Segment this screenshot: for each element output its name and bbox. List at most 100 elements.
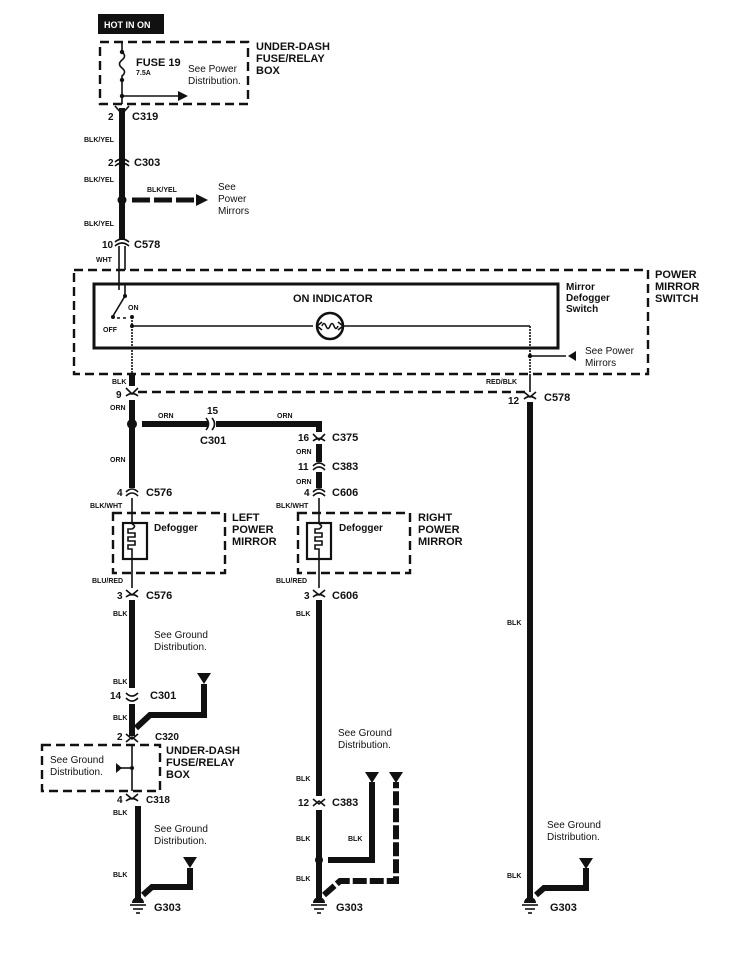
connector-name: C383 xyxy=(332,797,358,809)
connector-name: C578 xyxy=(544,392,570,404)
on-indicator-label: ON INDICATOR xyxy=(293,293,373,305)
wire-color-label: BLK xyxy=(296,876,310,883)
switch-title-line: MIRROR xyxy=(655,281,700,293)
right-power-mirror: Defogger RIGHT POWER MIRROR xyxy=(296,511,463,575)
ground-label: G303 xyxy=(154,902,181,914)
splice-point xyxy=(117,195,127,205)
wire-blk-ground-branch xyxy=(141,868,193,898)
diagram-stroke xyxy=(98,14,164,34)
wire-color-label: BLK/YEL xyxy=(147,187,178,194)
pin-number: 10 xyxy=(102,240,114,251)
diagram-stroke xyxy=(114,105,130,116)
on-label: ON xyxy=(128,305,139,312)
wire-color-label: ORN xyxy=(296,449,312,456)
fuse-box-title-line: BOX xyxy=(256,65,281,77)
note-line: Mirrors xyxy=(218,206,249,217)
note-line: Distribution. xyxy=(154,836,207,847)
connector-name: C606 xyxy=(332,487,358,499)
wire-color-label: BLK xyxy=(296,611,310,618)
connector-name: C578 xyxy=(134,239,160,251)
mirror-title-line: RIGHT xyxy=(418,512,453,524)
pin-number: 12 xyxy=(298,798,310,809)
diagram-stroke xyxy=(296,511,412,575)
pin-number: 14 xyxy=(110,691,122,702)
wire-color-label: BLU/RED xyxy=(276,578,307,585)
wire-blk-ground-branch xyxy=(322,782,399,898)
under-dash-fuse-relay-box-top: UNDER-DASH FUSE/RELAY BOX FUSE 19 7.5A S… xyxy=(98,40,330,106)
pin-number: 9 xyxy=(116,390,122,401)
diagram-stroke xyxy=(316,321,344,331)
ground-terminal-icon xyxy=(389,772,403,783)
connector-c383-upper xyxy=(312,462,326,471)
wire-color-label: ORN xyxy=(110,457,126,464)
connector-c320 xyxy=(125,733,139,743)
wire-blk-ground-branch xyxy=(328,782,375,863)
power-mirror-switch: POWER MIRROR SWITCH ON INDICATOR Mirror … xyxy=(72,268,700,378)
note-line: See Power xyxy=(188,64,238,75)
fuse-rating: 7.5A xyxy=(136,70,151,77)
arrow-icon xyxy=(116,763,122,773)
note-line: See Ground xyxy=(50,755,104,766)
connector-name: C301 xyxy=(200,435,226,447)
pin-number: 15 xyxy=(207,406,219,417)
left-power-mirror: Defogger LEFT POWER MIRROR xyxy=(111,511,277,575)
pin-number: 2 xyxy=(108,158,114,169)
diagram-stroke xyxy=(524,897,536,903)
pin-number: 16 xyxy=(298,433,310,444)
arrow-left-icon xyxy=(568,351,576,361)
wire-color-label: BLK xyxy=(296,776,310,783)
ground-terminal-icon xyxy=(365,772,379,783)
ground-symbol-icon xyxy=(130,897,146,914)
connector-name: C576 xyxy=(146,590,172,602)
ground-terminal-icon xyxy=(183,857,197,868)
wire-color-label: WHT xyxy=(96,257,113,264)
note-line: See Ground xyxy=(154,824,208,835)
switch-label-line: Mirror xyxy=(566,282,595,293)
connector-name: C576 xyxy=(146,487,172,499)
diagram-stroke xyxy=(321,322,339,330)
wire-color-label: BLK/YEL xyxy=(84,177,115,184)
wire-color-label: BLK xyxy=(113,715,127,722)
connector-name: C383 xyxy=(332,461,358,473)
note-line: See xyxy=(218,182,236,193)
fuse-box-title-line: FUSE/RELAY xyxy=(166,757,235,769)
connector-c578-right xyxy=(523,391,537,400)
mirror-title-line: MIRROR xyxy=(418,536,463,548)
connector-c301-blk xyxy=(125,692,139,702)
connector-c578-left xyxy=(125,387,139,397)
connector-c606-upper xyxy=(312,488,326,497)
wire-color-label: BLU/RED xyxy=(92,578,123,585)
note-line: See Power xyxy=(585,346,635,357)
wire-blk-ground-branch xyxy=(534,868,589,898)
splice-point xyxy=(315,856,323,864)
switch-label-line: Switch xyxy=(566,304,598,315)
wire-color-label: BLK xyxy=(507,873,521,880)
note-line: Mirrors xyxy=(585,358,616,369)
mirror-title-line: LEFT xyxy=(232,512,260,524)
arrow-right-icon xyxy=(196,194,208,206)
connector-name: C318 xyxy=(146,795,170,806)
pin-number: 4 xyxy=(304,488,310,499)
wire-color-label: BLK xyxy=(113,611,127,618)
note-line: Distribution. xyxy=(188,76,241,87)
indicator-lamp-icon xyxy=(315,311,345,341)
hot-in-on-label: HOT IN ON xyxy=(104,20,151,30)
note-line: See Ground xyxy=(338,728,392,739)
diagram-stroke xyxy=(111,315,115,319)
splice-point xyxy=(127,419,137,429)
wire-color-label: BLK/YEL xyxy=(84,137,115,144)
diagram-stroke xyxy=(119,49,125,55)
connector-c578-top: 10 C578 xyxy=(102,238,160,251)
connector-c383-lower xyxy=(312,798,326,807)
mirror-title-line: POWER xyxy=(418,524,460,536)
diagram-stroke xyxy=(132,897,144,903)
switch-lever xyxy=(112,295,126,317)
connector-c606-lower xyxy=(312,589,326,598)
wire-color-label: BLK xyxy=(296,836,310,843)
defogger-heater-icon xyxy=(127,523,136,560)
arrow-right-icon xyxy=(178,91,188,101)
connector-name: C319 xyxy=(132,111,158,123)
diagram-stroke xyxy=(98,40,250,106)
diagram-stroke xyxy=(114,238,130,247)
